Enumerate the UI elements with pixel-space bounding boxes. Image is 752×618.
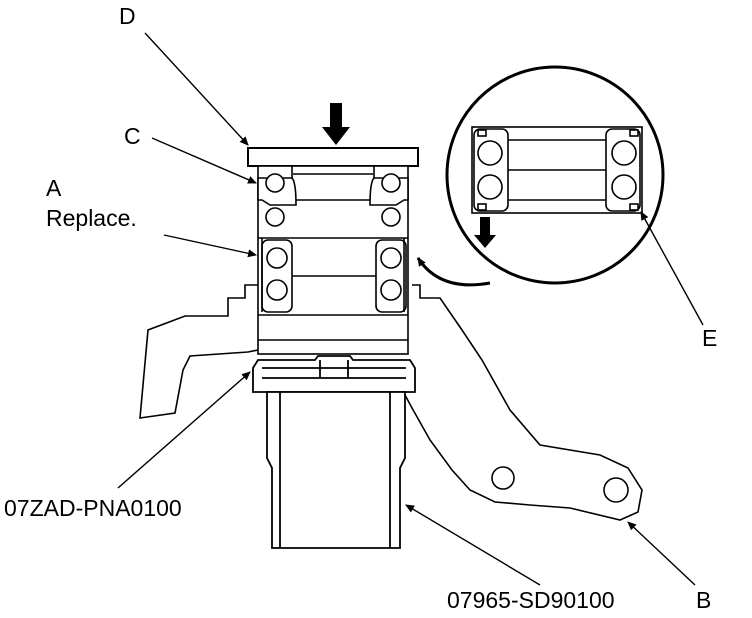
leader-lines bbox=[117, 32, 704, 586]
label-e: E bbox=[702, 325, 717, 351]
tool-07965-sd90100 bbox=[266, 391, 406, 549]
detail-press-arrow bbox=[474, 217, 496, 248]
label-d: D bbox=[119, 3, 136, 29]
label-c: C bbox=[124, 123, 141, 149]
detail-magnifier bbox=[445, 65, 665, 285]
knuckle-housing bbox=[139, 284, 643, 521]
label-tool-07zad-pna0100: 07ZAD-PNA0100 bbox=[4, 495, 182, 521]
label-a-note: Replace. bbox=[46, 205, 137, 231]
label-b: B bbox=[696, 587, 711, 613]
label-a: A bbox=[46, 175, 62, 201]
bearing-balls bbox=[265, 173, 402, 301]
detail-connector bbox=[416, 257, 491, 287]
press-force-arrow bbox=[322, 103, 350, 145]
tool-07zad-pna0100 bbox=[252, 355, 416, 393]
label-tool-07965-sd90100: 07965-SD90100 bbox=[447, 587, 615, 613]
press-plate bbox=[247, 147, 419, 167]
